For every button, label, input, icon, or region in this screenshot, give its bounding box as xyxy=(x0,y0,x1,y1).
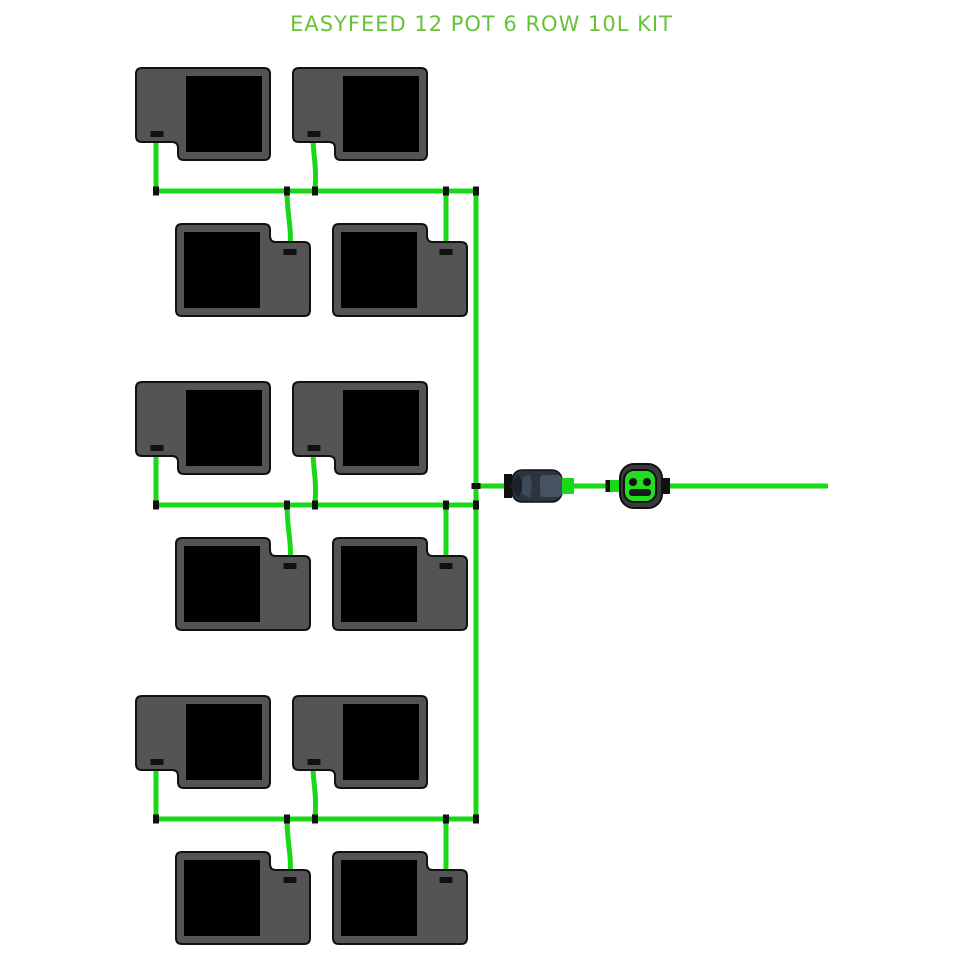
pot-tab-right xyxy=(332,537,468,631)
pots-layer xyxy=(135,67,468,945)
tube-connector xyxy=(312,186,318,196)
tube-connector xyxy=(153,814,159,824)
pot-tab-right xyxy=(175,851,311,945)
pot-growing-area xyxy=(343,704,419,780)
pot-growing-area xyxy=(341,546,417,622)
filter-fins-highlight xyxy=(522,474,532,498)
filter-barrel xyxy=(540,475,562,497)
tube-connector xyxy=(153,186,159,196)
pot-growing-area xyxy=(343,76,419,152)
valve-eye-left xyxy=(629,478,637,486)
pot-tab-left xyxy=(292,695,428,789)
pot-tab-left xyxy=(135,67,271,161)
tube-connector xyxy=(443,186,449,196)
tube-connector xyxy=(473,186,479,196)
tube-connector xyxy=(307,131,321,137)
pot-growing-area xyxy=(186,704,262,780)
tube-connector xyxy=(283,563,297,569)
diagram-title: EASYFEED 12 POT 6 ROW 10L KIT xyxy=(290,12,673,36)
pot-tab-left xyxy=(292,67,428,161)
tube-connector xyxy=(473,814,479,824)
tube-connector xyxy=(284,186,290,196)
tube-connector xyxy=(443,500,449,510)
pot-growing-area xyxy=(341,232,417,308)
tube-connector xyxy=(150,445,164,451)
pot-growing-area xyxy=(186,390,262,466)
feed-tube xyxy=(310,137,319,192)
tube-connector xyxy=(439,563,453,569)
inline-filter-icon xyxy=(504,469,574,503)
tube-connector xyxy=(284,500,290,510)
tube-connector xyxy=(150,759,164,765)
valve-face xyxy=(623,469,657,503)
valve-grip xyxy=(629,489,651,496)
connectors-layer xyxy=(150,131,611,883)
feed-valve-icon xyxy=(610,463,670,509)
tube-connector xyxy=(471,483,481,489)
tube-connector xyxy=(150,131,164,137)
tube-connector xyxy=(312,500,318,510)
tube-connector xyxy=(473,500,479,510)
tube-connector xyxy=(439,249,453,255)
filter-outlet xyxy=(562,478,574,494)
tube-connector xyxy=(312,814,318,824)
pot-tab-left xyxy=(135,381,271,475)
pot-growing-area xyxy=(184,860,260,936)
filter-fins xyxy=(510,474,524,498)
pot-tab-right xyxy=(332,851,468,945)
pot-growing-area xyxy=(184,232,260,308)
tube-connector xyxy=(283,249,297,255)
tube-connector xyxy=(153,500,159,510)
pot-tab-right xyxy=(175,537,311,631)
pot-growing-area xyxy=(186,76,262,152)
tube-connector xyxy=(439,877,453,883)
pot-tab-left xyxy=(292,381,428,475)
filter-cap-left xyxy=(504,474,512,498)
tube-connector xyxy=(605,480,611,492)
valve-inlet xyxy=(610,480,620,492)
tube-connector xyxy=(307,759,321,765)
pot-growing-area xyxy=(341,860,417,936)
tube-connector xyxy=(283,877,297,883)
pot-tab-right xyxy=(332,223,468,317)
valve-eye-right xyxy=(643,478,651,486)
feed-tube xyxy=(310,451,319,506)
pot-growing-area xyxy=(184,546,260,622)
pot-tab-left xyxy=(135,695,271,789)
feed-tube xyxy=(310,765,319,820)
pot-growing-area xyxy=(343,390,419,466)
valve-outlet xyxy=(662,478,670,494)
tube-connector xyxy=(307,445,321,451)
pot-tab-right xyxy=(175,223,311,317)
tube-connector xyxy=(284,814,290,824)
tube-connector xyxy=(443,814,449,824)
devices-layer xyxy=(504,463,670,509)
